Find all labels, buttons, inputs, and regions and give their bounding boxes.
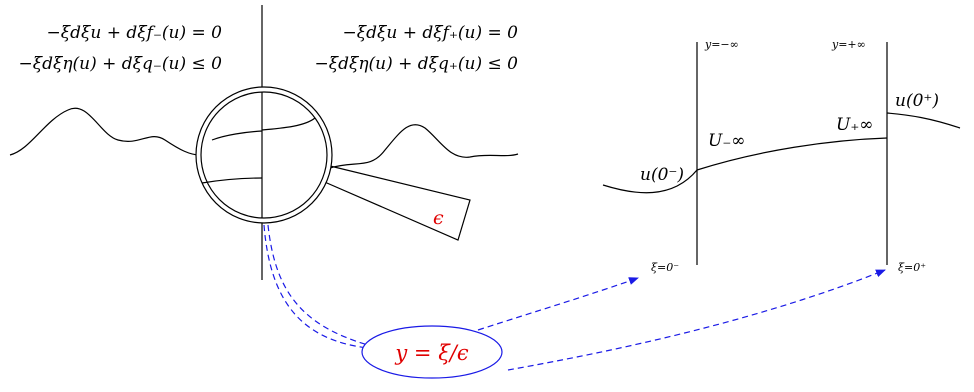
left-equation-bottom: −ξdξη(u) + dξq₋(u) ≤ 0 [19, 54, 223, 74]
lens-curve-left-upper [211, 130, 263, 141]
transform-ellipse [361, 325, 503, 379]
outer-right-curve [886, 112, 961, 129]
outer-left-curve [602, 169, 698, 194]
dashed-path-outer [263, 224, 369, 349]
transform-arrows: y = ξ/ϵ [263, 224, 886, 379]
arrow-to-xi-plus [507, 269, 886, 371]
right-wave-curve [329, 124, 519, 169]
U-minus-infinity-label: U₋∞ [708, 131, 745, 151]
magnifier-handle [319, 164, 471, 241]
arrow-to-xi-minus [477, 277, 639, 331]
right-panel: y=−∞ y=+∞ u(0⁻) u(0⁺) U₋∞ U₊∞ ξ=0⁻ ξ=0⁺ [602, 38, 961, 274]
right-equation-bottom: −ξdξη(u) + dξq₊(u) ≤ 0 [315, 54, 519, 74]
left-scene: −ξdξu + dξf₋(u) = 0 −ξdξη(u) + dξq₋(u) ≤… [9, 5, 519, 280]
lens-curve-left-lower [201, 177, 263, 184]
xi-zero-minus-label: ξ=0⁻ [651, 261, 679, 274]
epsilon-label: ϵ [433, 207, 444, 229]
profile-curve [696, 137, 888, 171]
magnifier-lens-inner [200, 91, 328, 219]
left-wave-curve [9, 107, 201, 156]
u-zero-minus-label: u(0⁻) [640, 165, 684, 185]
y-minus-infinity-label: y=−∞ [704, 38, 739, 51]
left-equation-top: −ξdξu + dξf₋(u) = 0 [47, 23, 223, 43]
u-zero-plus-label: u(0⁺) [895, 91, 939, 111]
lens-curve-right [261, 117, 316, 131]
y-plus-infinity-label: y=+∞ [831, 38, 866, 51]
xi-zero-plus-label: ξ=0⁺ [898, 261, 926, 274]
right-equation-top: −ξdξu + dξf₊(u) = 0 [343, 23, 519, 43]
transform-label: y = ξ/ϵ [394, 341, 468, 365]
U-plus-infinity-label: U₊∞ [836, 115, 873, 135]
dashed-path-inner [267, 224, 369, 346]
